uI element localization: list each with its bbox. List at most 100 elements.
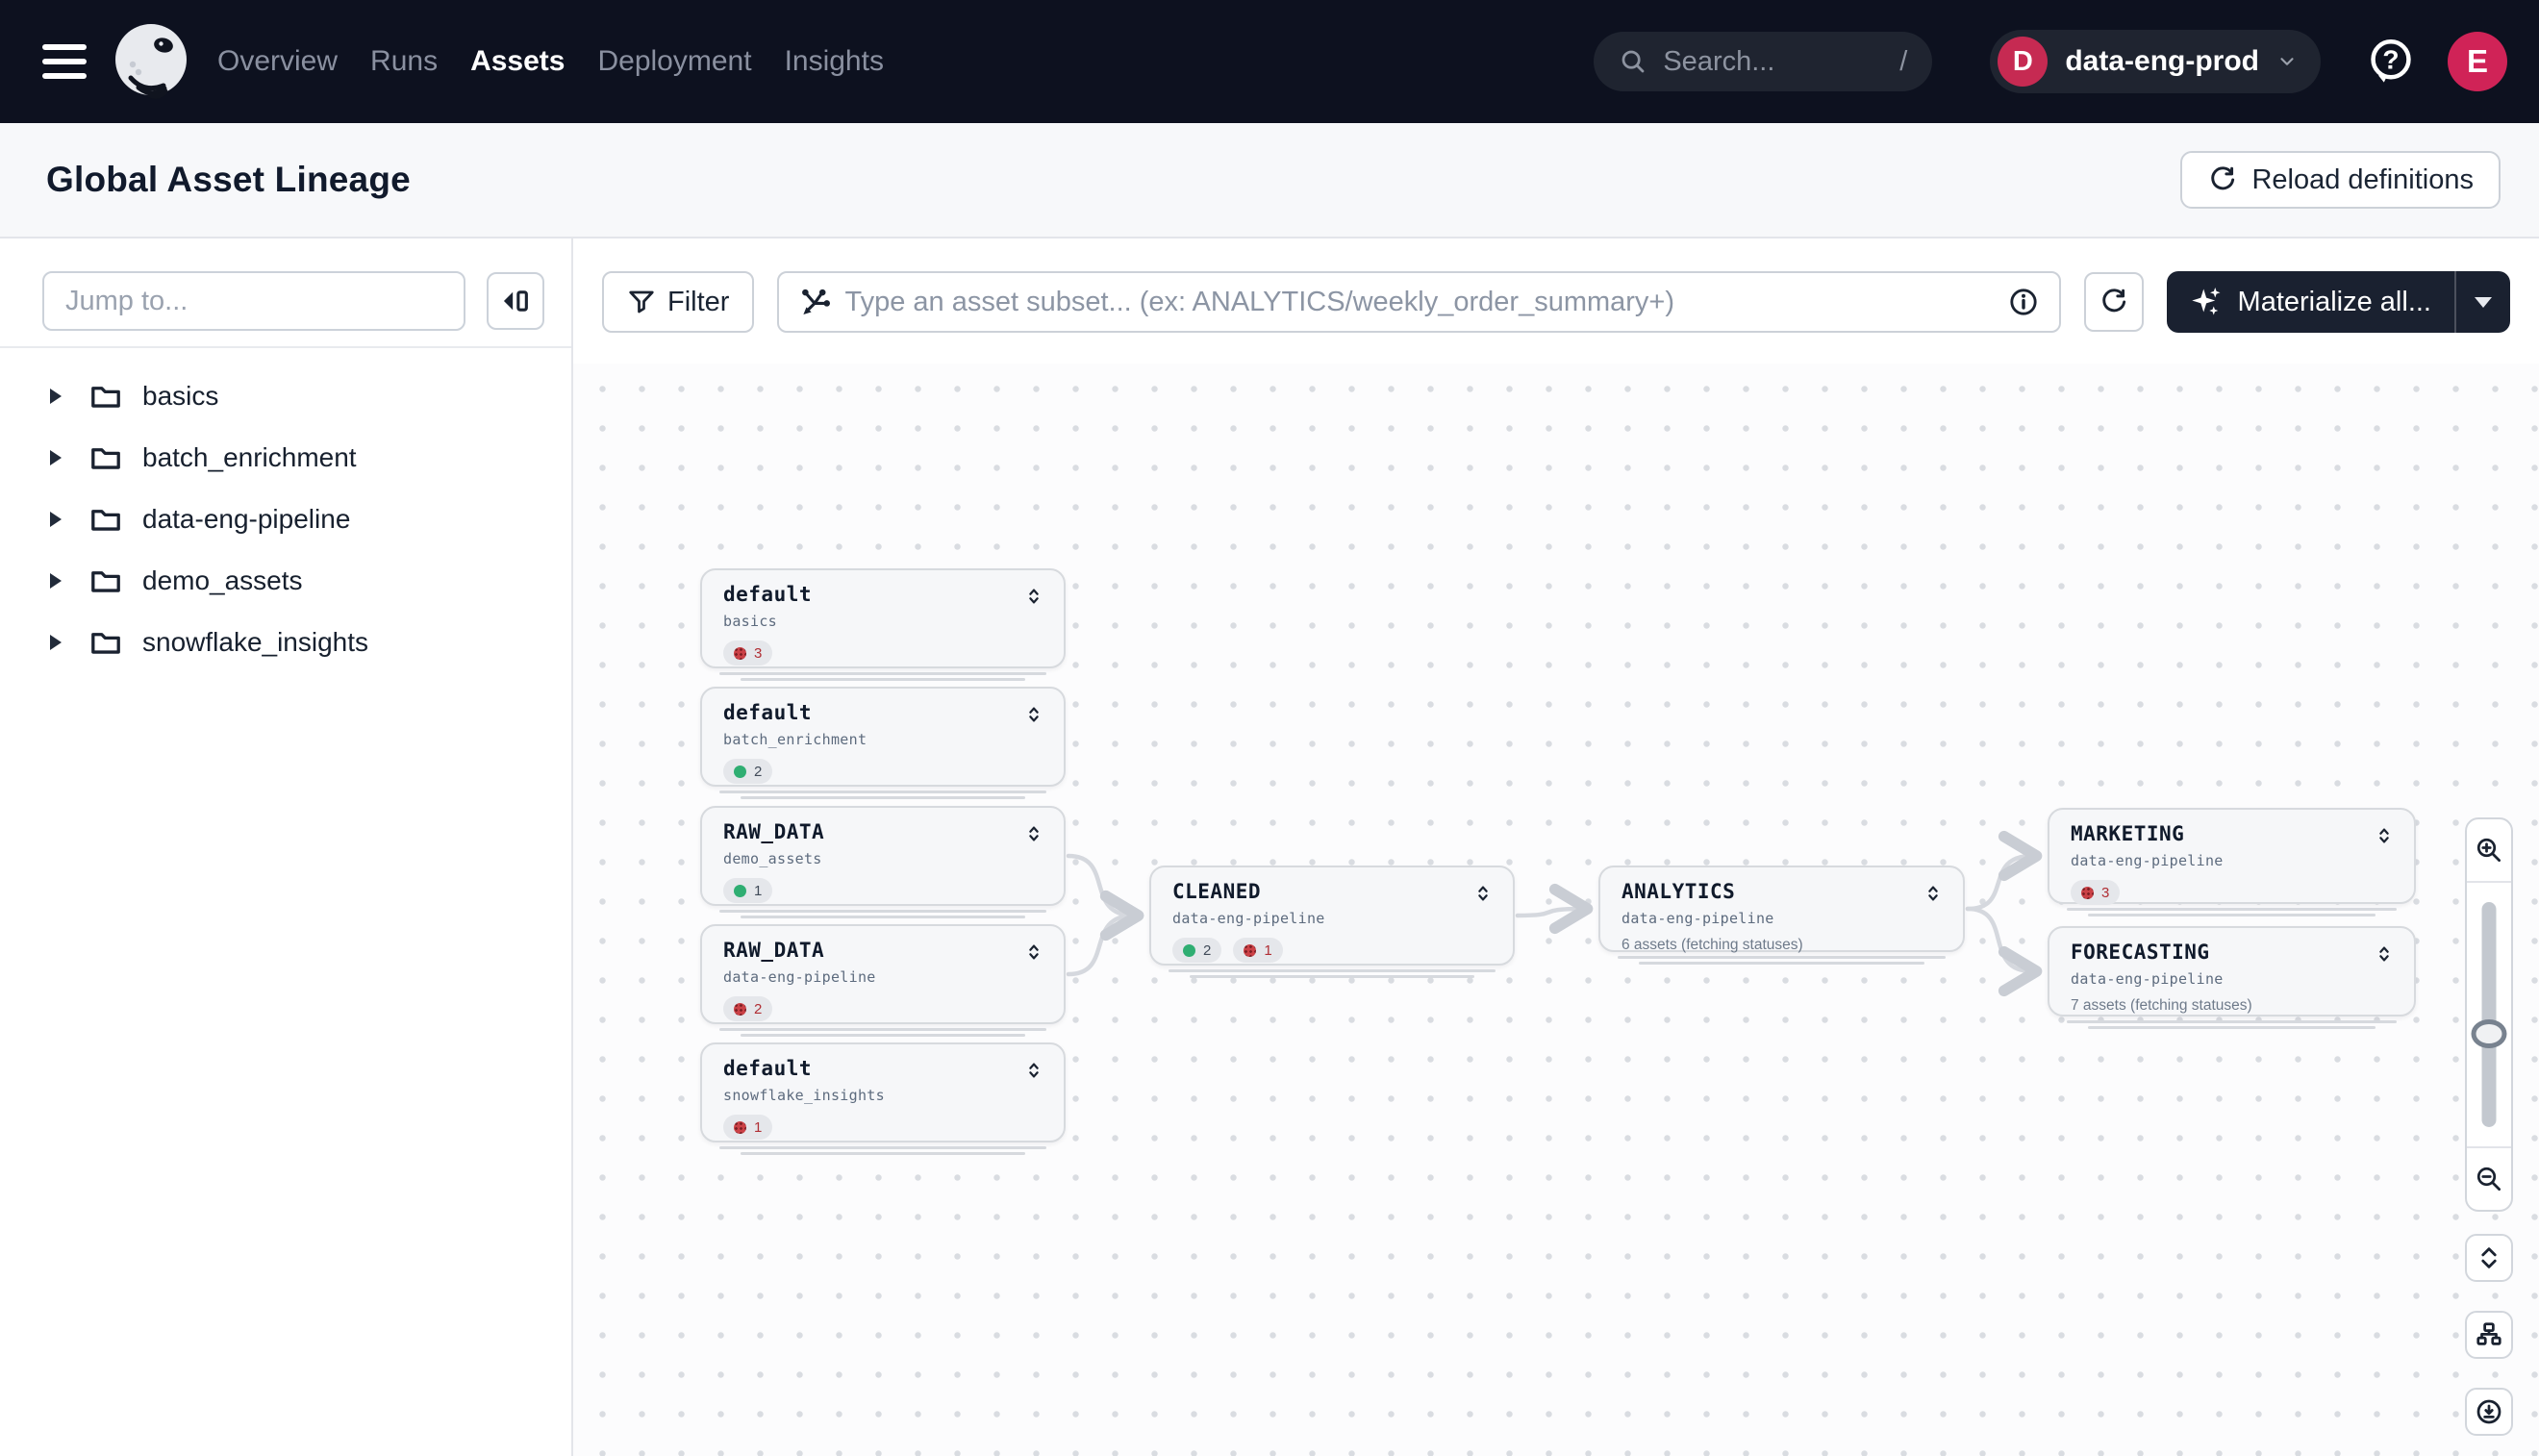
status-badge-success: 1 <box>723 878 773 903</box>
error-status-dot <box>734 1002 746 1016</box>
badge-count: 1 <box>1264 941 1272 959</box>
workspace-name: data-eng-prod <box>2065 45 2259 77</box>
zoom-slider-track[interactable] <box>2481 902 2497 1127</box>
node-badges: 1 <box>723 878 1044 903</box>
asset-group-node-default-snowflake-insights[interactable]: default snowflake_insights 1 <box>700 1042 1066 1155</box>
unfold-icon[interactable] <box>1472 882 1494 905</box>
workspace-badge: D <box>1998 37 2049 87</box>
refresh-icon <box>2211 166 2235 190</box>
asset-group-node-default-basics[interactable]: default basics 3 <box>700 568 1066 681</box>
user-avatar[interactable]: E <box>2448 32 2507 91</box>
asset-group-node-default-batch-enrichment[interactable]: default batch_enrichment 2 <box>700 687 1066 799</box>
status-badge-error: 1 <box>723 1115 773 1140</box>
badge-count: 3 <box>2101 884 2110 901</box>
node-subtitle: basics <box>723 613 777 630</box>
unfold-icon[interactable] <box>2374 824 2395 847</box>
asset-subset-field[interactable] <box>777 271 2061 333</box>
search-input[interactable] <box>1663 45 1900 78</box>
success-status-dot <box>734 765 746 778</box>
node-title: MARKETING <box>2071 822 2185 845</box>
materialize-all-button[interactable]: Materialize all... <box>2167 271 2454 333</box>
node-badges: 2 <box>723 759 1044 784</box>
status-badge-error: 3 <box>723 640 773 665</box>
badge-count: 1 <box>754 1118 763 1136</box>
node-note: 7 assets (fetching statuses) <box>2071 997 2252 1014</box>
download-image-button[interactable] <box>2465 1388 2513 1436</box>
reload-definitions-label: Reload definitions <box>2251 163 2474 195</box>
unfold-icon[interactable] <box>2374 942 2395 966</box>
nav-item-runs[interactable]: Runs <box>370 45 439 77</box>
expand-collapse-groups-button[interactable] <box>2465 1234 2513 1282</box>
reload-definitions-button[interactable]: Reload definitions <box>2180 151 2501 209</box>
nav-item-overview[interactable]: Overview <box>217 45 339 77</box>
node-title: default <box>723 1057 813 1080</box>
filter-funnel-icon <box>629 290 654 314</box>
zoom-slider[interactable] <box>2467 883 2511 1146</box>
error-status-dot <box>2081 886 2094 899</box>
refresh-graph-button[interactable] <box>2083 272 2144 332</box>
caret-right-icon[interactable] <box>50 450 62 465</box>
collapse-panel-icon <box>503 290 528 312</box>
caret-right-icon[interactable] <box>50 635 62 650</box>
svg-text:?: ? <box>2382 44 2399 74</box>
caret-right-icon[interactable] <box>50 512 62 527</box>
materialize-dropdown-button[interactable] <box>2454 271 2510 333</box>
badge-count: 1 <box>754 882 763 899</box>
node-layer: default basics 3 default batch_enrichmen… <box>573 238 2539 1456</box>
tree-item-data-eng-pipeline[interactable]: data-eng-pipeline <box>0 489 571 550</box>
status-badge-success: 2 <box>723 759 773 784</box>
caret-right-icon[interactable] <box>50 573 62 589</box>
lineage-canvas[interactable]: default basics 3 default batch_enrichmen… <box>573 238 2539 1456</box>
unfold-icon[interactable] <box>1023 585 1044 608</box>
collapse-sidebar-button[interactable] <box>487 272 544 330</box>
error-status-dot <box>734 1120 746 1134</box>
node-title: ANALYTICS <box>1621 880 1736 903</box>
layout-direction-button[interactable] <box>2465 1311 2513 1359</box>
node-subtitle: batch_enrichment <box>723 731 867 748</box>
chevron-down-icon <box>2280 58 2294 65</box>
tree-item-snowflake_insights[interactable]: snowflake_insights <box>0 612 571 673</box>
search-box[interactable]: / <box>1594 32 1933 91</box>
dagster-logo[interactable] <box>110 20 192 103</box>
nav-item-insights[interactable]: Insights <box>784 45 884 77</box>
folder-label: data-eng-pipeline <box>142 504 351 534</box>
tree-item-basics[interactable]: basics <box>0 365 571 427</box>
asset-group-node-raw-data-data-eng-pipeline[interactable]: RAW_DATA data-eng-pipeline 2 <box>700 924 1066 1037</box>
asset-group-node-analytics[interactable]: ANALYTICS data-eng-pipeline 6 assets (fe… <box>1598 866 1965 965</box>
node-badges: 3 <box>2071 880 2395 905</box>
workspace-switcher[interactable]: D data-eng-prod <box>1990 30 2321 93</box>
tree-item-demo_assets[interactable]: demo_assets <box>0 550 571 612</box>
zoom-slider-thumb[interactable] <box>2471 1019 2507 1048</box>
node-title: CLEANED <box>1172 880 1262 903</box>
info-icon[interactable] <box>2007 286 2040 318</box>
error-status-dot <box>734 646 746 660</box>
nav-item-assets[interactable]: Assets <box>470 45 566 77</box>
unfold-icon[interactable] <box>1023 1059 1044 1082</box>
help-icon[interactable]: ? <box>2365 36 2417 88</box>
asset-subset-input[interactable] <box>844 286 1994 318</box>
unfold-icon[interactable] <box>1023 822 1044 845</box>
search-icon <box>1621 50 1645 73</box>
zoom-out-button[interactable] <box>2467 1146 2511 1210</box>
node-badges: 1 <box>723 1115 1044 1140</box>
jump-to-input[interactable] <box>42 271 465 331</box>
zoom-in-button[interactable] <box>2467 819 2511 883</box>
caret-right-icon[interactable] <box>50 389 62 404</box>
badge-count: 3 <box>754 644 763 662</box>
asset-group-node-marketing[interactable]: MARKETING data-eng-pipeline 3 <box>2048 808 2416 916</box>
tree-item-batch_enrichment[interactable]: batch_enrichment <box>0 427 571 489</box>
hamburger-menu-icon[interactable] <box>42 44 87 79</box>
nav-item-deployment[interactable]: Deployment <box>597 45 752 77</box>
node-subtitle: data-eng-pipeline <box>2071 852 2224 869</box>
asset-group-node-forecasting[interactable]: FORECASTING data-eng-pipeline 7 assets (… <box>2048 926 2416 1029</box>
page-header: Global Asset Lineage Reload definitions <box>0 123 2539 238</box>
folder-icon <box>91 510 120 531</box>
unfold-icon[interactable] <box>1923 882 1944 905</box>
unfold-icon[interactable] <box>1023 941 1044 964</box>
node-subtitle: data-eng-pipeline <box>1621 910 1774 927</box>
filter-button[interactable]: Filter <box>602 271 755 333</box>
unfold-icon[interactable] <box>1023 703 1044 726</box>
asset-group-node-raw-data-demo-assets[interactable]: RAW_DATA demo_assets 1 <box>700 806 1066 918</box>
